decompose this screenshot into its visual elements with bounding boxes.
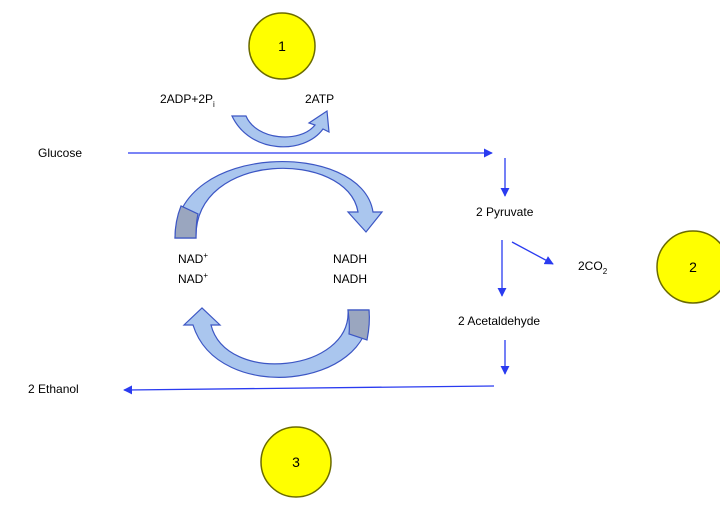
step-number-2: 2 (689, 259, 697, 275)
pyruvate-label: 2 Pyruvate (476, 205, 534, 219)
step-number-1: 1 (278, 38, 286, 54)
ethanol-arrow (123, 385, 495, 395)
to-co2-arrow (511, 241, 554, 265)
nad-reduction-arrow (174, 161, 384, 239)
atp-label: 2ATP (305, 92, 334, 106)
nadh-label-2: NADH (333, 272, 367, 286)
acetaldehyde-label: 2 Acetaldehyde (458, 314, 540, 328)
step-marker-2: 2 (656, 230, 720, 304)
step-number-3: 3 (292, 454, 300, 470)
step-marker-1: 1 (248, 12, 316, 80)
glucose-label: Glucose (38, 146, 82, 160)
co2-label: 2CO2 (578, 259, 608, 276)
atp-coupling-arrow (231, 109, 330, 148)
nadh-oxidation-arrow (182, 307, 370, 378)
nadh-label-1: NADH (333, 252, 367, 266)
ethanol-label: 2 Ethanol (28, 382, 79, 396)
nad-label-1: NAD+ (178, 251, 208, 266)
step-marker-3: 3 (260, 426, 332, 498)
adp-label: 2ADP+2Pi (160, 92, 215, 109)
nad-label-2: NAD+ (178, 271, 208, 286)
